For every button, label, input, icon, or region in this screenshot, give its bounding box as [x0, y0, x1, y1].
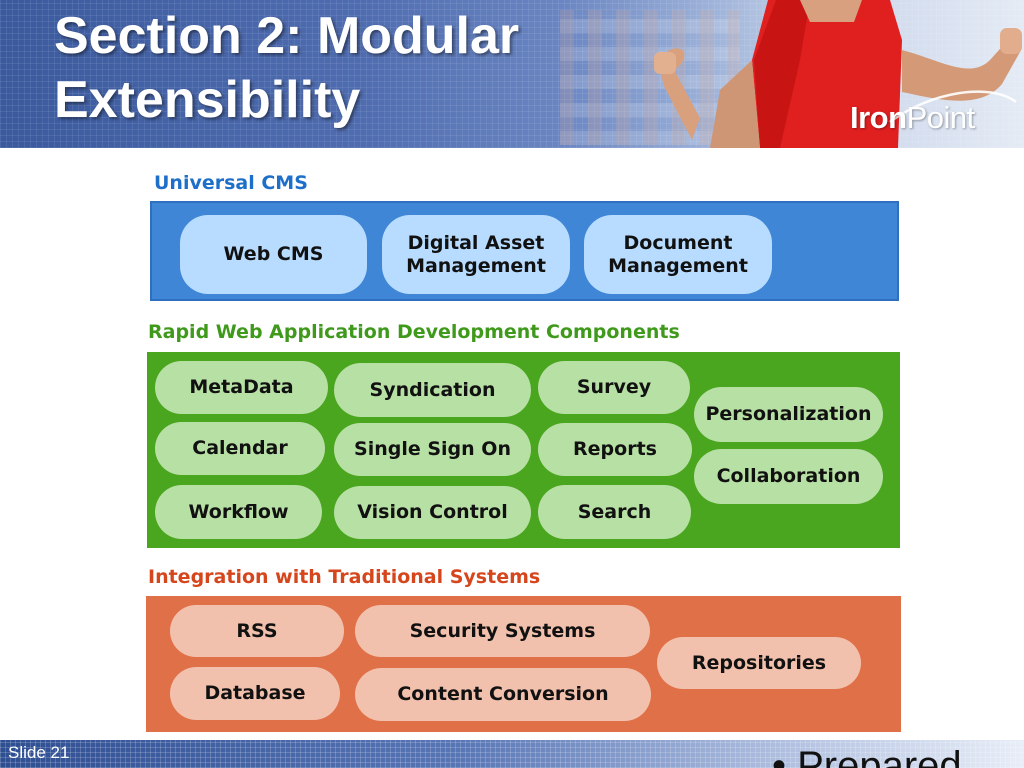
- logo-text-light: Point: [906, 100, 976, 135]
- cms-item-web-cms: Web CMS: [180, 215, 367, 294]
- rad-item-syndication: Syndication: [334, 363, 531, 417]
- slide-number: Slide 21: [8, 743, 70, 762]
- partial-bullet-text: • Prepared: [772, 744, 962, 768]
- cms-item-digital-asset-management: Digital Asset Management: [382, 215, 570, 294]
- rad-section-title: Rapid Web Application Development Compon…: [148, 321, 680, 343]
- rad-item-reports: Reports: [538, 423, 692, 476]
- integration-section-title: Integration with Traditional Systems: [148, 566, 541, 588]
- rad-item-workflow: Workflow: [155, 485, 322, 539]
- architecture-diagram: Universal CMS Web CMS Digital Asset Mana…: [143, 148, 908, 738]
- footer-grid-pattern: [0, 740, 1024, 768]
- logo-text-bold: Iron: [850, 100, 907, 135]
- rad-item-collaboration: Collaboration: [694, 449, 883, 504]
- header-pixel-pattern: [560, 10, 740, 145]
- integration-item-rss: RSS: [170, 605, 344, 657]
- slide-title: Section 2: Modular Extensibility: [54, 4, 614, 132]
- rad-item-calendar: Calendar: [155, 422, 325, 475]
- slide-header: IronPoint Section 2: Modular Extensibili…: [0, 0, 1024, 148]
- rad-item-metadata: MetaData: [155, 361, 328, 414]
- rad-item-survey: Survey: [538, 361, 690, 414]
- integration-item-content-conversion: Content Conversion: [355, 668, 651, 721]
- slide-title-line-2: Extensibility: [54, 71, 361, 129]
- slide-title-line-1: Section 2: Modular: [54, 7, 520, 65]
- rad-item-search: Search: [538, 485, 691, 539]
- cms-section-title: Universal CMS: [154, 172, 308, 194]
- ironpoint-logo: IronPoint: [850, 100, 975, 136]
- logo-swoosh-icon: [889, 90, 1017, 124]
- cms-item-document-management: Document Management: [584, 215, 772, 294]
- athlete-image: [654, 0, 1022, 148]
- slide-footer: Slide 21: [0, 740, 1024, 768]
- rad-item-vision-control: Vision Control: [334, 486, 531, 539]
- rad-item-personalization: Personalization: [694, 387, 883, 442]
- integration-item-repositories: Repositories: [657, 637, 861, 689]
- integration-item-database: Database: [170, 667, 340, 720]
- rad-item-single-sign-on: Single Sign On: [334, 423, 531, 476]
- integration-item-security-systems: Security Systems: [355, 605, 650, 657]
